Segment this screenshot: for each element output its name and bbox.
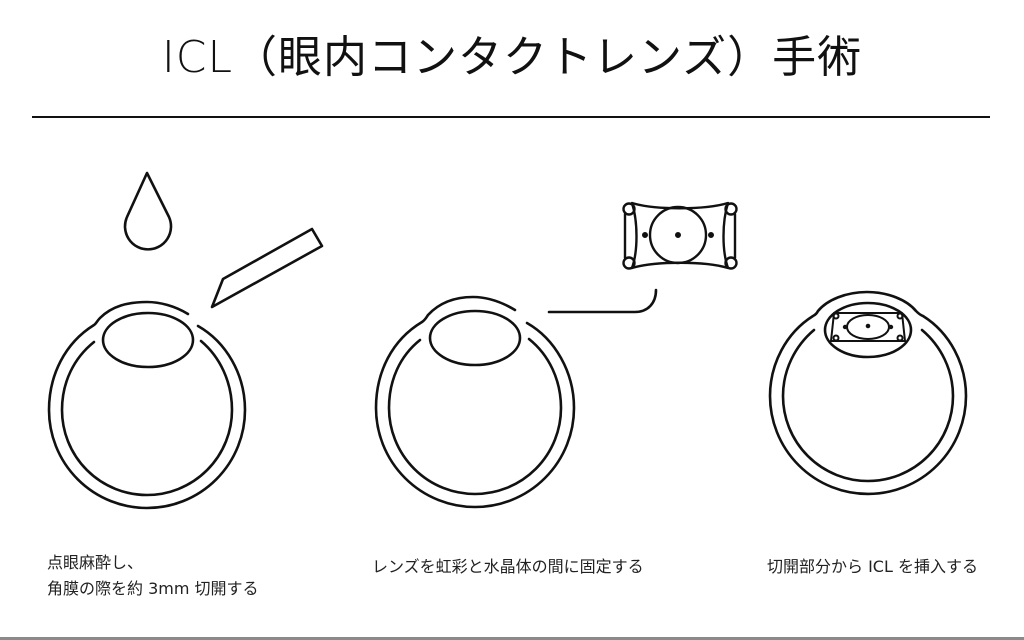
step-1-caption-line-2: 角膜の際を約 3mm 切開する [47,579,259,598]
step-2-caption: レンズを虹彩と水晶体の間に固定する [372,554,644,580]
step-3-caption-line-1: 切開部分から ICL を挿入する [767,557,978,576]
page-title: ICL（眼内コンタクトレンズ）手術 [161,32,863,83]
step-1-caption-line-1: 点眼麻酔し、 [47,553,144,572]
eye-cross-section-icon [374,295,576,509]
scalpel-icon [210,227,324,309]
eye-with-implanted-lens-icon [768,290,968,496]
icl-lens-icon [622,201,738,270]
step-3-caption: 切開部分から ICL を挿入する [767,554,978,580]
bottom-border [0,637,1024,640]
eye-cross-section-icon [47,300,247,510]
step-1-illustration [47,171,324,510]
step-3-illustration [768,290,968,496]
title-divider [32,116,990,118]
step-2-illustration [374,201,738,509]
leader-line [547,288,658,314]
step-1-caption: 点眼麻酔し、 角膜の際を約 3mm 切開する [47,550,259,602]
eye-drop-icon [123,171,173,251]
step-2-caption-line-1: レンズを虹彩と水晶体の間に固定する [372,557,644,576]
